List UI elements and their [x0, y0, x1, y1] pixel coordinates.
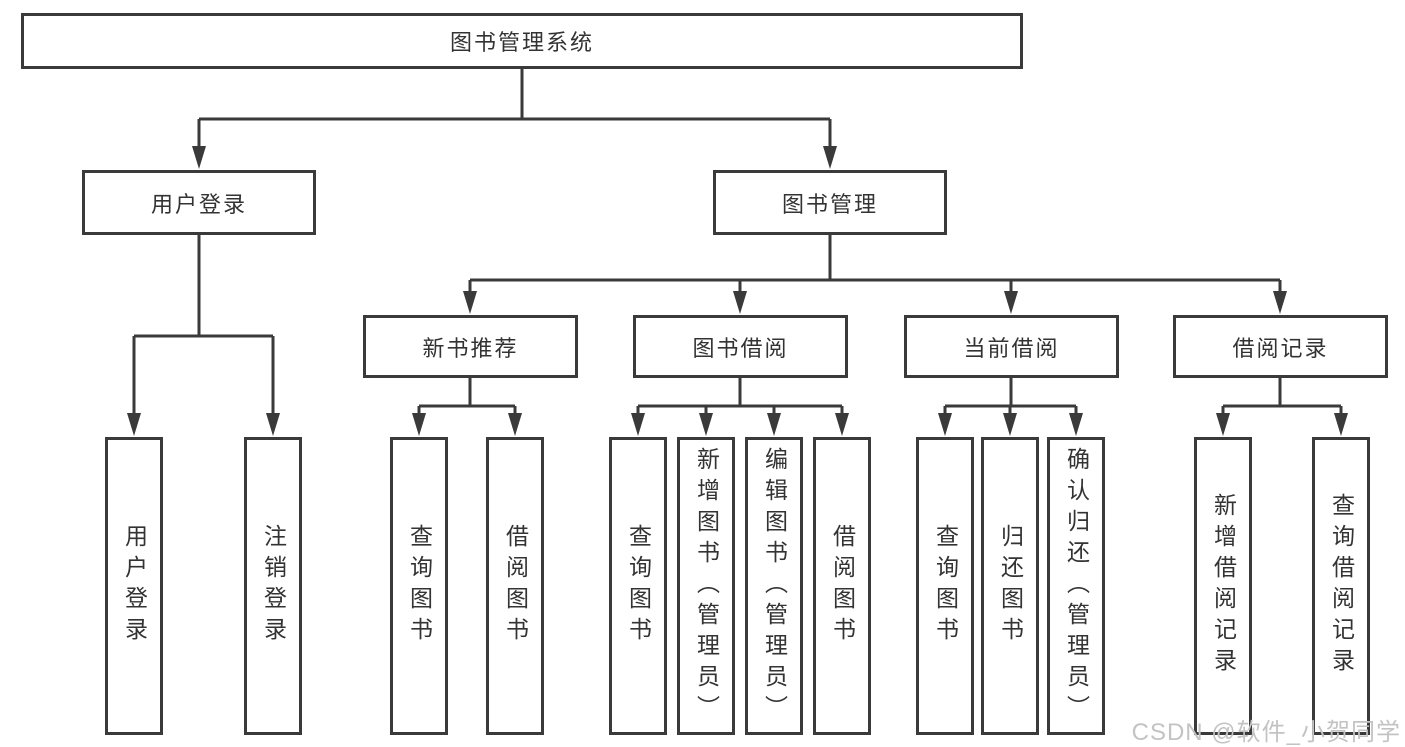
leaf-borrow-books-label: 借阅图书 [829, 524, 856, 648]
node-new-book-recommend-label: 新书推荐 [422, 335, 519, 361]
node-user-login: 用户登录 [82, 170, 316, 235]
leaf-edit-book-admin: 编辑图书（管理员） [745, 437, 803, 735]
connector-current-borrow-to-leaves [938, 378, 1083, 436]
leaf-logout-label: 注销登录 [260, 524, 287, 648]
node-current-borrow: 当前借阅 [904, 315, 1119, 378]
csdn-watermark: CSDN @软件_小贺同学 [1131, 719, 1401, 746]
leaf-query-borrow-record: 查询借阅记录 [1312, 437, 1370, 735]
connector-book-borrow-to-leaves [631, 378, 849, 436]
node-book-borrow-label: 图书借阅 [692, 335, 789, 361]
leaf-query-books-current: 查询图书 [916, 437, 974, 735]
leaf-add-borrow-record: 新增借阅记录 [1194, 437, 1252, 735]
leaf-add-borrow-record-label: 新增借阅记录 [1210, 493, 1237, 679]
leaf-return-book-label: 归还图书 [997, 524, 1024, 648]
leaf-query-books-borrow: 查询图书 [609, 437, 667, 735]
leaf-query-borrow-record-label: 查询借阅记录 [1328, 493, 1355, 679]
node-root: 图书管理系统 [21, 13, 1023, 69]
connector-new-book-recommend-to-leaves [412, 378, 522, 436]
leaf-borrow-books-recommend: 借阅图书 [486, 437, 544, 735]
leaf-user-login: 用户登录 [105, 437, 163, 735]
leaf-add-book-admin: 新增图书（管理员） [677, 437, 735, 735]
node-root-label: 图书管理系统 [449, 30, 594, 55]
leaf-query-books-current-label: 查询图书 [932, 524, 959, 648]
node-current-borrow-label: 当前借阅 [963, 335, 1060, 361]
connector-user-login-to-leaves [127, 235, 280, 436]
leaf-confirm-return-admin-label: 确认归还（管理员） [1063, 446, 1090, 726]
node-book-management: 图书管理 [713, 170, 947, 235]
leaf-user-login-label: 用户登录 [121, 524, 148, 648]
leaf-add-book-admin-label: 新增图书（管理员） [693, 446, 720, 726]
node-borrow-records: 借阅记录 [1173, 315, 1388, 378]
leaf-query-books-recommend-label: 查询图书 [406, 524, 433, 648]
leaf-borrow-books: 借阅图书 [813, 437, 871, 735]
leaf-borrow-books-recommend-label: 借阅图书 [502, 524, 529, 648]
node-new-book-recommend: 新书推荐 [363, 315, 578, 378]
leaf-query-books-borrow-label: 查询图书 [625, 524, 652, 648]
leaf-edit-book-admin-label: 编辑图书（管理员） [761, 446, 788, 726]
node-borrow-records-label: 借阅记录 [1232, 335, 1329, 361]
connector-book-management-to-level3 [463, 235, 1287, 314]
leaf-return-book: 归还图书 [981, 437, 1039, 735]
node-book-management-label: 图书管理 [781, 191, 878, 217]
connector-root-to-level2 [192, 69, 837, 169]
node-book-borrow: 图书借阅 [633, 315, 848, 378]
leaf-confirm-return-admin: 确认归还（管理员） [1047, 437, 1105, 735]
leaf-query-books-recommend: 查询图书 [390, 437, 448, 735]
leaf-logout: 注销登录 [244, 437, 302, 735]
node-user-login-label: 用户登录 [150, 191, 247, 217]
connector-borrow-records-to-leaves [1216, 378, 1348, 436]
